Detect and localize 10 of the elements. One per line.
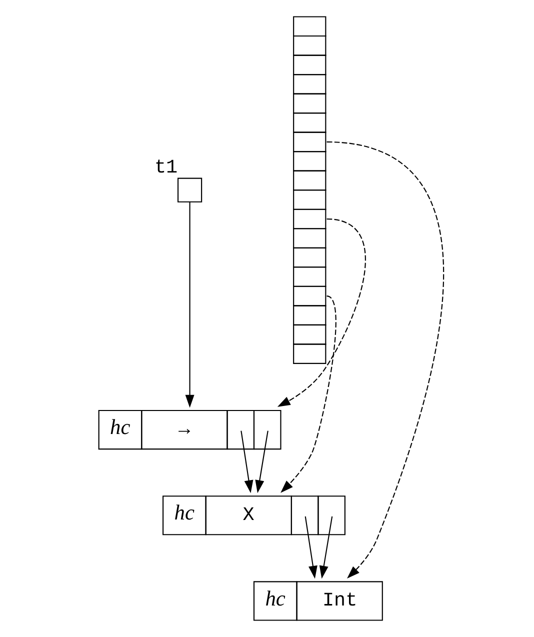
node-label: t1 (154, 156, 178, 178)
arrow (304, 516, 318, 579)
arrow (319, 516, 333, 579)
arrow (326, 141, 444, 579)
arrow (240, 430, 254, 494)
arrow (280, 296, 336, 493)
node-box (177, 178, 202, 202)
arrow (255, 430, 268, 494)
arrow (185, 202, 194, 408)
arrow (277, 218, 366, 407)
